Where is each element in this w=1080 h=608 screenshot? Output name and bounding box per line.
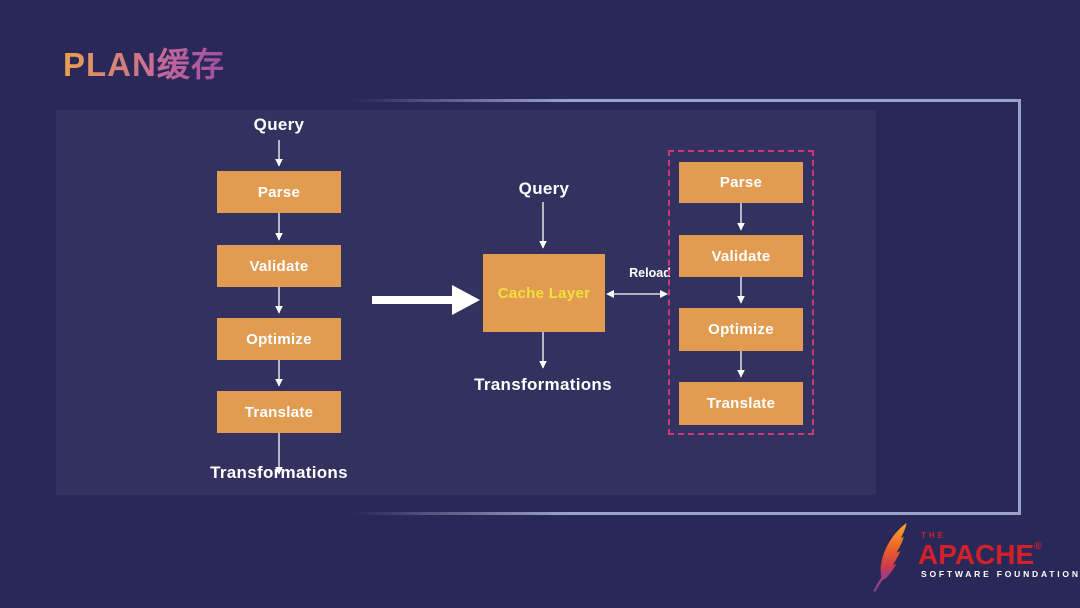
- page-title: PLAN缓存: [63, 38, 225, 86]
- reload-arrowhead-left: [606, 290, 614, 298]
- reload-label: Reload: [629, 266, 671, 280]
- registered-trademark-symbol: ®: [1034, 541, 1042, 552]
- reload-path-dashed-box: [668, 150, 814, 435]
- left-flow-box-translate: Translate: [217, 391, 341, 433]
- big-transition-arrow: [372, 285, 480, 315]
- right-flow-box-parse: Parse: [679, 162, 803, 203]
- right-flow-box-optimize: Optimize: [679, 308, 803, 351]
- apache-logo-the: THE: [921, 531, 946, 540]
- reload-arrowhead-right: [660, 290, 668, 298]
- apache-logo-subtitle: SOFTWARE FOUNDATION: [921, 569, 1080, 580]
- apache-logo: THE APACHE® SOFTWARE FOUNDATION: [868, 522, 1080, 592]
- apache-wordmark: APACHE: [918, 539, 1035, 570]
- apache-logo-text: THE APACHE® SOFTWARE FOUNDATION: [918, 522, 1080, 579]
- left-flow-box-optimize: Optimize: [217, 318, 341, 360]
- left-flow-input-label: Query: [253, 115, 305, 134]
- left-flow-output-label: Transformations: [210, 463, 348, 482]
- left-flow-box-parse: Parse: [217, 171, 341, 213]
- left-flow-box-validate: Validate: [217, 245, 341, 287]
- center-flow-input-label: Query: [518, 179, 570, 198]
- right-flow-box-translate: Translate: [679, 382, 803, 425]
- apache-logo-name: APACHE®: [918, 540, 1080, 569]
- cache-layer-box: Cache Layer: [483, 254, 605, 332]
- center-flow-output-label: Transformations: [474, 375, 612, 394]
- apache-feather-icon: [873, 522, 907, 592]
- frame-border: [65, 99, 1021, 515]
- right-flow-box-validate: Validate: [679, 235, 803, 277]
